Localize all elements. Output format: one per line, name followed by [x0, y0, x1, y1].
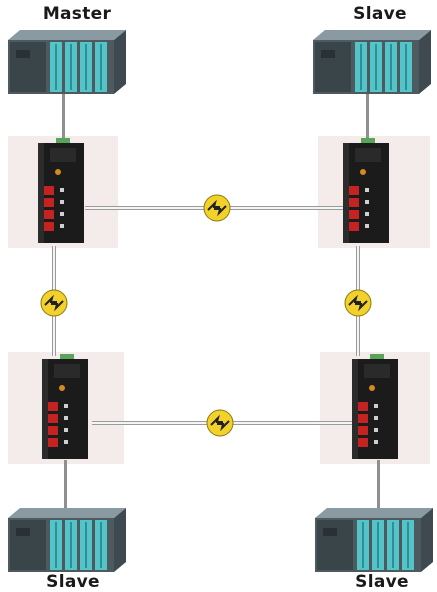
din-rail-switch-icon — [341, 138, 391, 244]
wire-master-to-switch — [62, 92, 65, 142]
plc-slave-bottom-left — [8, 508, 126, 572]
connector-top — [203, 194, 231, 222]
connector-left — [40, 289, 68, 317]
plc-rack-icon — [313, 30, 431, 94]
slave-top-right-label: Slave — [353, 4, 407, 24]
din-rail-switch-icon — [350, 354, 400, 460]
plc-slave-bottom-right — [315, 508, 433, 572]
plc-rack-icon — [8, 30, 126, 94]
plc-slave-top-right — [313, 30, 431, 94]
din-rail-switch-icon — [40, 354, 90, 460]
plc-rack-icon — [315, 508, 433, 572]
slave-bottom-left-label: Slave — [46, 572, 100, 592]
din-rail-switch-icon — [36, 138, 86, 244]
fiber-connector-icon — [205, 408, 235, 438]
fiber-connector-icon — [39, 288, 69, 318]
switch-top-right — [343, 138, 389, 243]
connector-right — [344, 289, 372, 317]
switch-bottom-left — [42, 354, 88, 459]
slave-bottom-right-label: Slave — [355, 572, 409, 592]
wire-slave-top-to-switch — [366, 92, 369, 142]
master-label: Master — [42, 4, 112, 24]
switch-top-left — [38, 138, 84, 243]
fiber-connector-icon — [343, 288, 373, 318]
fiber-connector-icon — [202, 193, 232, 223]
connector-bottom — [206, 409, 234, 437]
plc-rack-icon — [8, 508, 126, 572]
plc-master — [8, 30, 126, 94]
wire-switch-to-slave-bottom-left — [64, 460, 67, 512]
wire-switch-to-slave-bottom-right — [377, 460, 380, 512]
switch-bottom-right — [352, 354, 398, 459]
